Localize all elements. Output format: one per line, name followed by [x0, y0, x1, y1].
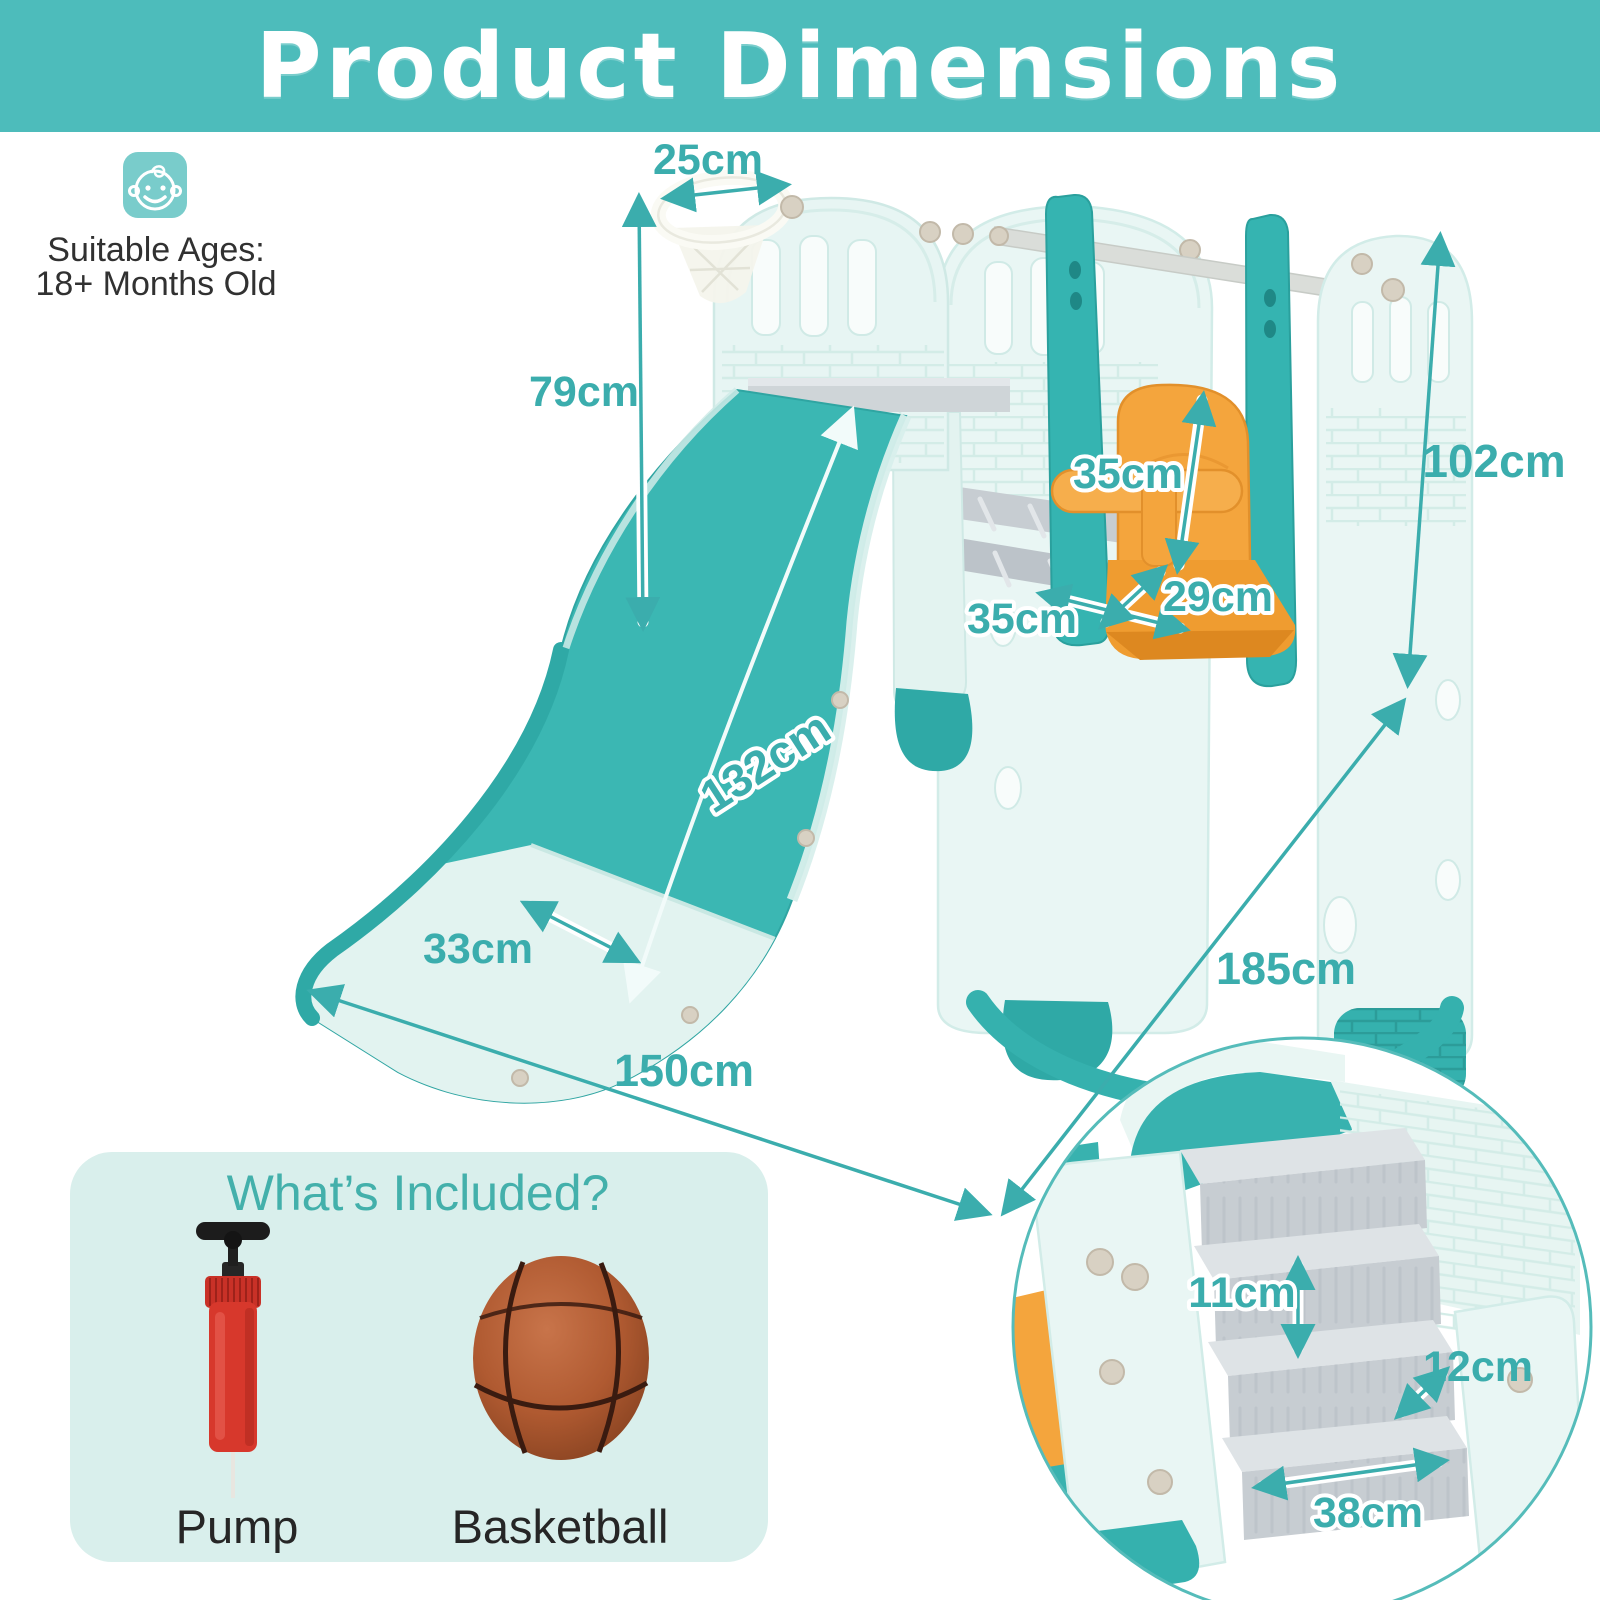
dimension-label-base-width: 150cm [614, 1045, 754, 1096]
dimension-arrow-seat-depth [1097, 564, 1169, 630]
baby-icon [123, 152, 187, 218]
age-line1: Suitable Ages: [47, 231, 264, 269]
dimension-label-seat-back-height: 35cm [1073, 450, 1183, 498]
dimension-arrow-slide-width [519, 900, 642, 964]
slide-tower-leg [891, 411, 973, 772]
title-banner: Product Dimensions [0, 0, 1600, 132]
dimension-arrow-overall-height [1392, 231, 1456, 689]
dimension-arrow-step-depth [1393, 1366, 1451, 1420]
dimension-label-seat-depth: 29cm [1163, 573, 1273, 621]
included-item-label: Pump [176, 1500, 299, 1553]
included-item-label: Basketball [452, 1500, 669, 1553]
dimension-arrow-slide-length [623, 405, 858, 1004]
dimension-arrow-hoop-width [660, 170, 792, 213]
dimension-label-step-width: 38cm [1313, 1489, 1423, 1537]
age-info: Suitable Ages: 18+ Months Old [36, 152, 277, 303]
pump-image [196, 1222, 270, 1498]
dimension-label-hoop-width: 25cm [653, 136, 763, 184]
included-box: What’s Included? Pump [70, 1152, 768, 1562]
included-heading: What’s Included? [227, 1165, 610, 1221]
dimension-label-slide-width: 33cm [423, 925, 533, 973]
dimension-arrow-base-width [306, 984, 993, 1221]
dimension-label-slide-height: 79cm [529, 368, 639, 416]
dimension-label-step-height: 11cm [1188, 1269, 1296, 1317]
page-title: Product Dimensions [255, 13, 1345, 119]
dimension-label-overall-height: 102cm [1422, 435, 1565, 487]
dimension-arrow-seat-back-height [1164, 390, 1217, 575]
dimension-label-base-depth: 185cm [1216, 943, 1356, 994]
dimension-arrow-slide-height [621, 192, 661, 632]
dimension-arrow-base-depth [1000, 697, 1407, 1217]
age-line2: 18+ Months Old [36, 265, 277, 303]
dimension-label-step-depth: 12cm [1423, 1343, 1533, 1391]
basketball-image [473, 1256, 649, 1460]
dimension-arrow-step-width [1251, 1447, 1450, 1501]
dimension-label-seat-width: 35cm [967, 595, 1077, 643]
